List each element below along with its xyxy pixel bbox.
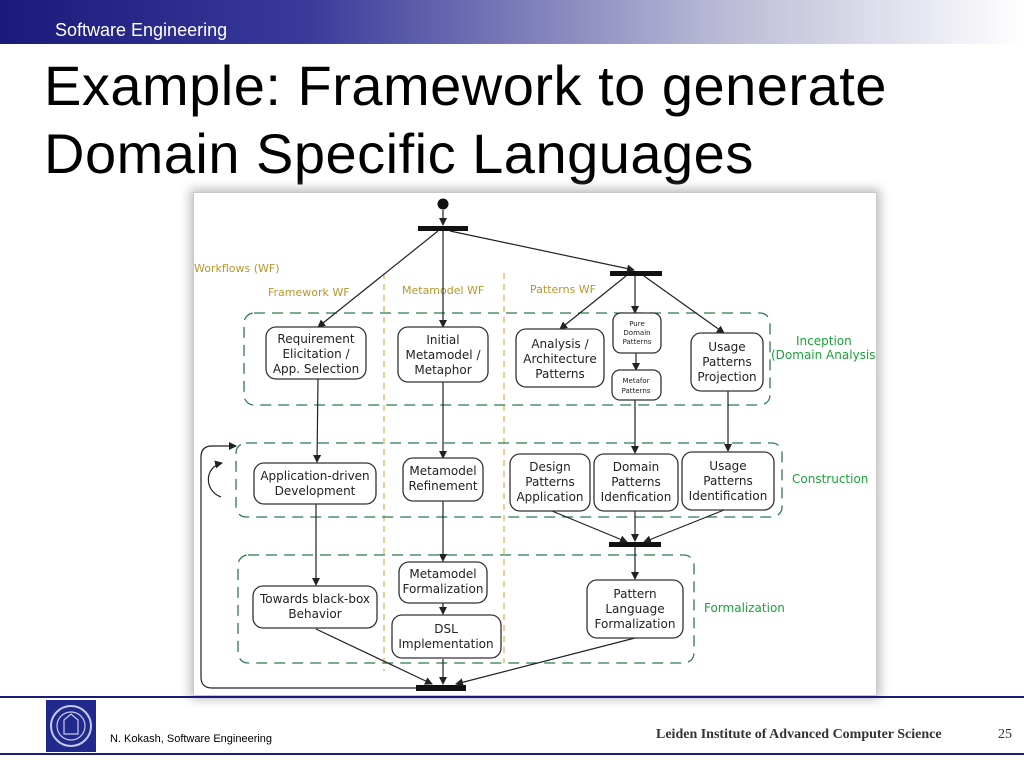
svg-text:Towards black-box: Towards black-box — [259, 592, 370, 606]
svg-text:Metamodel: Metamodel — [409, 464, 476, 478]
header-bar — [0, 0, 1024, 44]
node-pure-domain-patterns: Pure Domain Patterns — [612, 312, 662, 354]
node-analysis-architecture: Analysis / Architecture Patterns — [515, 328, 605, 388]
svg-text:Usage: Usage — [708, 340, 745, 354]
phase-formalization-box — [237, 554, 695, 664]
title-line-1: Example: Framework to generate — [44, 54, 887, 117]
footer-divider-top — [0, 696, 1024, 698]
svg-text:Domain: Domain — [623, 329, 650, 337]
slide-number: 25 — [998, 727, 1012, 742]
svg-text:Elicitation /: Elicitation / — [282, 347, 350, 361]
svg-text:Pure: Pure — [629, 320, 645, 328]
svg-text:Metamodel /: Metamodel / — [405, 348, 481, 362]
footer-divider-bottom — [0, 753, 1024, 755]
svg-text:Language: Language — [605, 602, 664, 616]
svg-text:Refinement: Refinement — [408, 479, 477, 493]
svg-text:Patterns: Patterns — [535, 367, 584, 381]
phase-label-inception: Inception — [796, 334, 852, 348]
svg-text:Patterns: Patterns — [622, 387, 651, 395]
svg-text:Projection: Projection — [697, 370, 756, 384]
svg-text:Application: Application — [516, 490, 583, 504]
university-seal-icon — [46, 700, 96, 752]
svg-text:Patterns: Patterns — [702, 355, 751, 369]
node-domain-patterns-identification: Domain Patterns Idenfication — [593, 453, 679, 512]
svg-text:Usage: Usage — [709, 459, 746, 473]
svg-text:Design: Design — [529, 460, 570, 474]
node-towards-black-box-behavior: Towards black-box Behavior — [252, 585, 378, 629]
svg-text:Development: Development — [275, 484, 356, 498]
svg-text:Analysis /: Analysis / — [531, 337, 589, 351]
node-design-patterns-application: Design Patterns Application — [509, 453, 591, 512]
svg-text:Domain: Domain — [613, 460, 660, 474]
svg-text:Patterns: Patterns — [611, 475, 660, 489]
phase-label-inception-sub: (Domain Analysis — [771, 348, 876, 362]
svg-text:Formalization: Formalization — [403, 582, 484, 596]
svg-text:Patterns: Patterns — [703, 474, 752, 488]
svg-text:Architecture: Architecture — [523, 352, 596, 366]
start-node — [437, 198, 449, 210]
svg-text:Application-driven: Application-driven — [260, 469, 369, 483]
fork-bar-top — [418, 226, 468, 231]
node-usage-patterns-projection: Usage Patterns Projection — [690, 332, 764, 392]
node-requirement-elicitation: Requirement Elicitation / App. Selection — [265, 326, 367, 380]
phase-label-construction: Construction — [792, 472, 868, 486]
svg-text:Patterns: Patterns — [623, 338, 652, 346]
svg-text:Metaphor: Metaphor — [414, 363, 471, 377]
node-usage-patterns-identification: Usage Patterns Identification — [681, 451, 775, 511]
svg-text:Implementation: Implementation — [398, 637, 493, 651]
slide-title: Example: Framework to generate Domain Sp… — [44, 52, 887, 188]
node-metamodel-formalization: Metamodel Formalization — [398, 561, 488, 604]
svg-text:Metafor: Metafor — [622, 377, 649, 385]
node-pattern-language-formalization: Pattern Language Formalization — [586, 579, 684, 639]
edges — [200, 210, 732, 689]
workflow-diagram: Workflows (WF) Framework WF Metamodel WF… — [194, 198, 876, 691]
phase-inception-box — [243, 312, 771, 406]
footer-institute: Leiden Institute of Advanced Computer Sc… — [656, 727, 942, 742]
svg-text:Identification: Identification — [689, 489, 768, 503]
phase-label-formalization: Formalization — [704, 601, 785, 615]
node-metafor-patterns: Metafor Patterns — [611, 369, 662, 401]
svg-text:Patterns: Patterns — [525, 475, 574, 489]
workflows-label: Workflows (WF) — [194, 262, 280, 275]
header-label: Software Engineering — [55, 20, 228, 40]
lane-label-patterns: Patterns WF — [530, 283, 596, 296]
svg-text:Idenfication: Idenfication — [601, 490, 672, 504]
svg-text:DSL: DSL — [434, 622, 458, 636]
fork-bar-patterns — [610, 271, 662, 276]
title-line-2: Domain Specific Languages — [44, 122, 754, 185]
node-dsl-implementation: DSL Implementation — [391, 614, 502, 659]
diagram-frame: Workflows (WF) Framework WF Metamodel WF… — [193, 192, 877, 696]
phase-construction-box — [235, 442, 783, 518]
svg-text:Pattern: Pattern — [613, 587, 656, 601]
svg-text:Metamodel: Metamodel — [409, 567, 476, 581]
lane-label-framework: Framework WF — [268, 286, 350, 299]
join-bar-final — [416, 685, 466, 691]
join-bar-patterns — [609, 542, 661, 547]
svg-text:App. Selection: App. Selection — [273, 362, 359, 376]
svg-text:Requirement: Requirement — [277, 332, 354, 346]
node-initial-metamodel: Initial Metamodel / Metaphor — [397, 326, 489, 383]
svg-text:Initial: Initial — [426, 333, 459, 347]
svg-text:Formalization: Formalization — [595, 617, 676, 631]
node-application-driven-development: Application-driven Development — [253, 462, 377, 505]
footer-author: N. Kokash, Software Engineering — [110, 733, 273, 745]
svg-text:Behavior: Behavior — [288, 607, 341, 621]
node-metamodel-refinement: Metamodel Refinement — [402, 457, 484, 502]
